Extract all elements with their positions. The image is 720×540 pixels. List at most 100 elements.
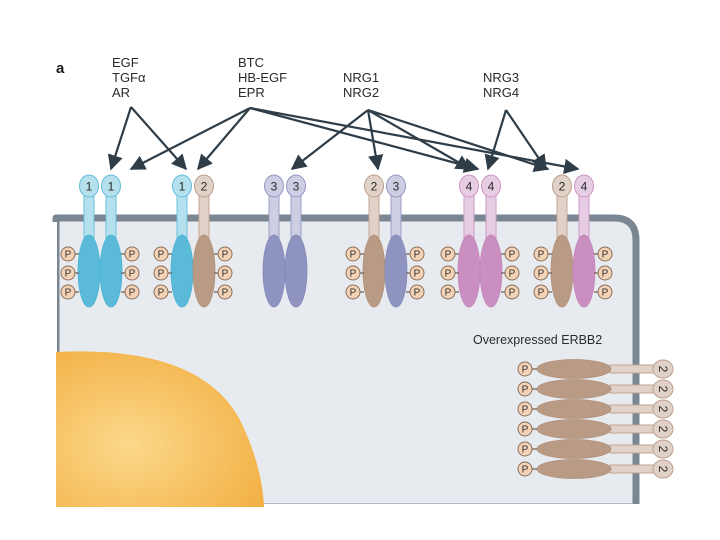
phospho-site: P [345,246,364,262]
svg-text:P: P [414,250,421,261]
svg-text:P: P [350,269,357,280]
phospho-site: P [533,284,552,300]
phospho-site: P [345,284,364,300]
domain-label: 1 [79,174,99,198]
phospho-site: P [517,381,537,397]
overexpressed-erbb2-receptor: 2P [517,419,674,439]
domain-label: 2 [194,174,214,198]
binding-arrow [249,106,580,175]
ligand-label: TGFα [112,70,146,85]
ligand-group-btc: BTC HB-EGF EPR [238,55,287,100]
binding-arrow [129,107,251,170]
domain-label: 3 [386,174,406,198]
domain-label: 4 [481,174,501,198]
svg-text:P: P [414,288,421,299]
phospho-site: P [533,246,552,262]
svg-text:2: 2 [656,426,670,433]
svg-text:2: 2 [656,366,670,373]
svg-text:P: P [222,269,229,280]
panel-label: a [56,60,65,77]
ligand-label: NRG4 [483,85,519,100]
phospho-site: P [60,265,79,281]
svg-text:P: P [509,288,516,299]
nucleus [56,351,264,507]
svg-text:P: P [522,385,529,396]
overexpressed-erbb2-receptor: 2P [517,459,674,479]
ligand-label: NRG3 [483,70,519,85]
phospho-site: P [594,246,613,262]
phospho-site: P [214,284,233,300]
svg-text:P: P [158,288,165,299]
svg-text:1: 1 [108,180,115,194]
binding-arrow [367,109,472,170]
phospho-site: P [501,246,520,262]
ligand-label: EPR [238,85,265,100]
phospho-site: P [517,401,537,417]
domain-label: 1 [101,174,121,198]
phospho-site: P [121,284,140,300]
svg-text:P: P [509,250,516,261]
domain-label: 2 [652,439,674,459]
svg-text:P: P [445,288,452,299]
svg-text:P: P [350,288,357,299]
domain-label: 2 [552,174,572,198]
domain-label: 2 [652,419,674,439]
ligand-label: NRG1 [343,70,379,85]
svg-text:3: 3 [393,180,400,194]
domain-label: 2 [364,174,384,198]
receptor-erbb3: 3 [262,174,286,308]
svg-text:P: P [350,250,357,261]
overexpressed-erbb2-receptor: 2P [517,399,674,419]
svg-text:1: 1 [179,180,186,194]
binding-arrow [290,109,369,170]
phospho-site: P [501,265,520,281]
svg-text:P: P [509,269,516,280]
svg-text:3: 3 [271,180,278,194]
phospho-site: P [501,284,520,300]
phospho-site: P [153,265,172,281]
svg-text:P: P [129,250,136,261]
phospho-site: P [594,284,613,300]
binding-arrows [107,106,580,175]
binding-arrow [484,109,508,171]
svg-text:4: 4 [581,180,588,194]
svg-text:4: 4 [466,180,473,194]
phospho-site: P [440,246,459,262]
svg-text:2: 2 [201,180,208,194]
svg-text:4: 4 [488,180,495,194]
svg-text:P: P [445,250,452,261]
overexpressed-label: Overexpressed ERBB2 [473,333,602,347]
svg-text:P: P [522,425,529,436]
binding-arrow [130,106,188,171]
svg-text:P: P [538,269,545,280]
phospho-site: P [440,284,459,300]
phospho-site: P [214,246,233,262]
phospho-site: P [517,461,537,477]
phospho-site: P [517,421,537,437]
svg-text:P: P [602,250,609,261]
svg-text:2: 2 [656,466,670,473]
svg-text:2: 2 [371,180,378,194]
ligand-label: HB-EGF [238,70,287,85]
binding-arrow [249,106,480,173]
svg-text:P: P [222,250,229,261]
svg-text:P: P [522,365,529,376]
binding-arrow [197,107,251,171]
ligand-group-nrg34: NRG3 NRG4 [483,70,519,100]
svg-text:P: P [522,445,529,456]
